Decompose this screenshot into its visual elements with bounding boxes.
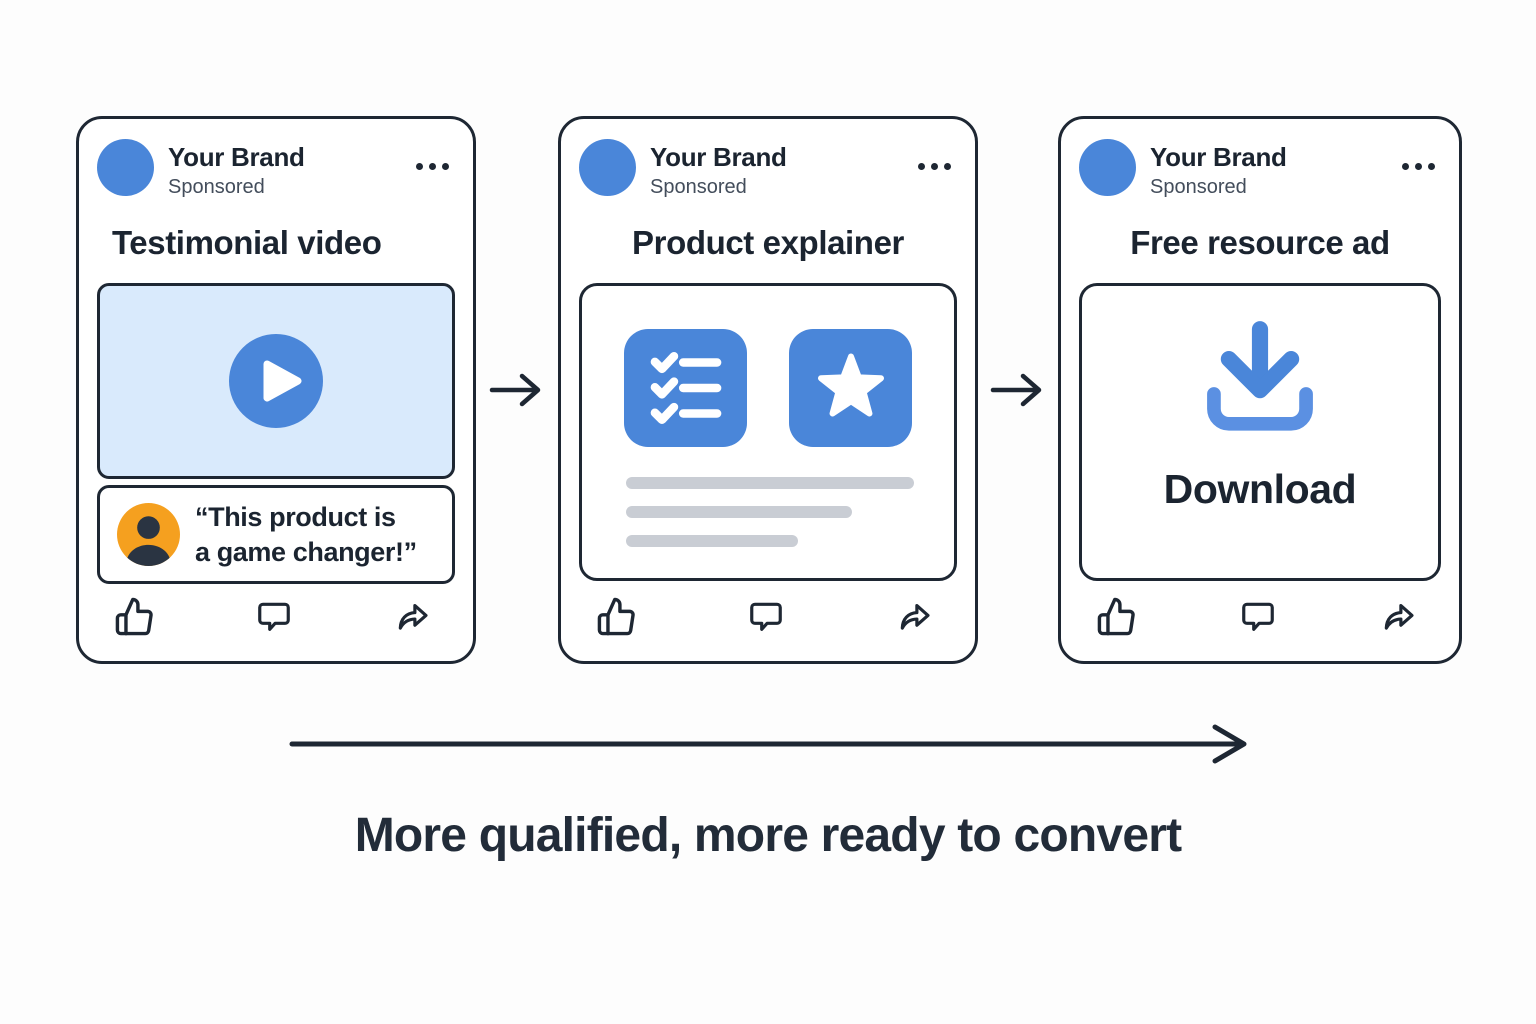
reaction-bar (97, 596, 455, 645)
play-icon (229, 334, 323, 429)
ad-title: Testimonial video (112, 224, 382, 261)
star-tile (789, 329, 912, 448)
funnel-caption: More qualified, more ready to convert (354, 809, 1182, 862)
funnel-direction-arrow (288, 722, 1256, 766)
share-button[interactable] (894, 598, 935, 636)
like-button[interactable] (113, 596, 156, 637)
thumbs-up-icon (1097, 597, 1135, 636)
thumbs-up-icon (115, 597, 153, 636)
brand-text: Your Brand Sponsored (1150, 139, 1287, 199)
sponsored-label: Sponsored (650, 176, 747, 198)
ad-title: Product explainer (632, 224, 904, 261)
like-button[interactable] (1095, 596, 1138, 637)
ad-title: Free resource ad (1130, 224, 1390, 261)
right-arrow-icon (990, 373, 1042, 407)
download-icon (1207, 321, 1313, 431)
more-options-button[interactable] (1396, 139, 1441, 171)
checklist-tile (624, 329, 747, 448)
ellipsis-icon (416, 163, 449, 170)
comment-button[interactable] (255, 598, 293, 636)
brand-text: Your Brand Sponsored (168, 139, 305, 199)
brand-avatar (1079, 139, 1136, 196)
feature-tiles (582, 329, 954, 448)
share-button[interactable] (392, 598, 433, 636)
quote-text: “This product is a game changer!” (195, 500, 417, 569)
brand-text: Your Brand Sponsored (650, 139, 787, 199)
text-placeholder-lines (626, 477, 954, 548)
step-arrow-2 (978, 116, 1058, 664)
share-icon (900, 603, 930, 630)
sponsored-label: Sponsored (1150, 176, 1247, 198)
person-avatar-icon (117, 503, 180, 567)
ellipsis-icon (918, 163, 951, 170)
video-player (97, 283, 455, 480)
download-label: Download (1163, 466, 1357, 513)
checklist-icon (650, 352, 721, 425)
right-arrow-icon (489, 373, 541, 407)
brand-avatar (97, 139, 154, 196)
reaction-bar (1079, 596, 1441, 645)
card-header: Your Brand Sponsored (1079, 139, 1441, 199)
like-button[interactable] (595, 596, 638, 637)
comment-button[interactable] (747, 598, 785, 636)
comment-icon (750, 602, 782, 631)
testimonial-quote: “This product is a game changer!” (97, 485, 455, 585)
play-button[interactable] (228, 333, 324, 429)
reaction-bar (579, 596, 957, 645)
share-icon (398, 603, 428, 630)
placeholder-line (626, 506, 852, 519)
ad-card-testimonial: Your Brand Sponsored Testimonial video (76, 116, 476, 664)
card-header: Your Brand Sponsored (579, 139, 957, 199)
comment-button[interactable] (1239, 598, 1277, 636)
comment-icon (258, 602, 290, 631)
placeholder-line (626, 535, 798, 548)
thumbs-up-icon (597, 597, 635, 636)
quote-line-2: a game changer!” (195, 536, 417, 567)
ad-card-explainer: Your Brand Sponsored Product explainer (558, 116, 978, 664)
brand-name: Your Brand (168, 142, 305, 172)
more-options-button[interactable] (912, 139, 957, 171)
comment-icon (1242, 602, 1274, 631)
sponsored-label: Sponsored (168, 176, 265, 198)
explainer-content (579, 283, 957, 582)
brand-avatar (579, 139, 636, 196)
ad-card-free-resource: Your Brand Sponsored Free resource ad Do… (1058, 116, 1462, 664)
step-arrow-1 (476, 116, 558, 664)
card-header: Your Brand Sponsored (97, 139, 455, 199)
brand-name: Your Brand (1150, 142, 1287, 172)
star-icon (817, 353, 884, 417)
share-icon (1384, 603, 1414, 630)
download-content[interactable]: Download (1079, 283, 1441, 582)
placeholder-line (626, 477, 914, 490)
ad-cards-row: Your Brand Sponsored Testimonial video (76, 116, 1462, 664)
quote-line-1: “This product is (195, 502, 396, 533)
share-button[interactable] (1378, 598, 1419, 636)
more-options-button[interactable] (410, 139, 455, 171)
long-right-arrow-icon (289, 724, 1247, 764)
brand-name: Your Brand (650, 142, 787, 172)
ellipsis-icon (1402, 163, 1435, 170)
